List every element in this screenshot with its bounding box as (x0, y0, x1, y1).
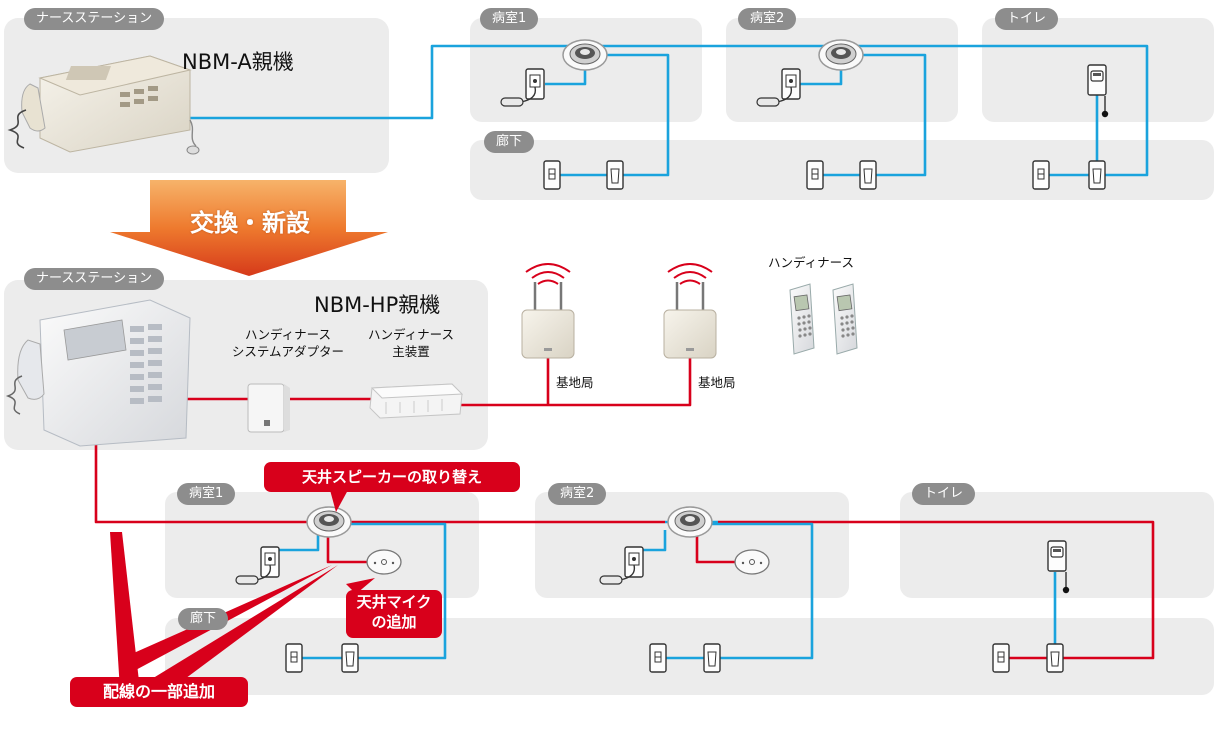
before-corridor-switch-icon-1 (543, 160, 561, 190)
base-station-label-1: 基地局 (556, 375, 594, 390)
nbm-hp-master-unit-icon (5, 299, 191, 447)
before-wiring (190, 44, 1149, 177)
adapter-label: ハンディナース システムアダプター (231, 327, 345, 359)
before-corridor-switch-icon-2 (806, 160, 824, 190)
before-master-label: NBM-A親機 (182, 50, 294, 74)
before-room2-ceiling-speaker-icon (818, 39, 864, 71)
before-corridor-zone (470, 140, 1214, 200)
nbm-a-master-unit-icon (7, 55, 200, 155)
after-master-label: NBM-HP親機 (314, 293, 441, 317)
after-room2-zone (535, 492, 849, 598)
after-room2-ceiling-speaker-icon (667, 506, 713, 538)
before-toilet-tag: トイレ (995, 8, 1059, 30)
before-corridor-lamp-icon-3 (1088, 160, 1106, 190)
before-station-tag: ナースステーション (24, 8, 165, 30)
handy-nurse-main-unit-icon (369, 383, 464, 419)
callout-wiring-addition: 配線の一部追加 (70, 677, 248, 707)
base-station-icon-2 (662, 262, 718, 360)
before-toilet-pull-cord-icon (1101, 110, 1109, 118)
callout-mic-addition: 天井マイク の追加 (346, 590, 442, 638)
before-corridor-switch-icon-3 (1032, 160, 1050, 190)
after-station-tag: ナースステーション (24, 268, 165, 290)
transition-arrow (110, 180, 388, 276)
before-room1-tag: 病室1 (480, 8, 539, 30)
after-corridor-switch-icon-2 (649, 643, 667, 673)
before-devices (7, 39, 1109, 190)
after-toilet-pull-cord-icon (1062, 586, 1070, 594)
after-room1-ceiling-speaker-icon (306, 506, 352, 538)
after-new-wiring (94, 352, 1155, 660)
before-room2-tag: 病室2 (738, 8, 797, 30)
handset-icon-1 (789, 283, 815, 355)
after-corridor-lamp-icon-3 (1046, 643, 1064, 673)
after-room1-ceiling-mic-icon (366, 549, 402, 575)
after-room1-zone (165, 492, 479, 598)
base-station-icon-1 (520, 262, 576, 360)
before-corridor-lamp-icon-1 (606, 160, 624, 190)
after-existing-wiring (278, 520, 1057, 660)
before-corridor-lamp-icon-2 (859, 160, 877, 190)
before-room1-ceiling-speaker-icon (562, 39, 608, 71)
after-corridor-lamp-icon-2 (703, 643, 721, 673)
before-corridor-tag: 廊下 (484, 131, 535, 153)
after-corridor-tag: 廊下 (178, 608, 229, 630)
after-toilet-tag: トイレ (912, 483, 976, 505)
after-corridor-switch-icon-3 (992, 643, 1010, 673)
base-station-label-2: 基地局 (698, 375, 736, 390)
after-room2-ceiling-mic-icon (734, 549, 770, 575)
main-unit-label: ハンディナース 主装置 (367, 327, 454, 359)
after-room1-tag: 病室1 (177, 483, 236, 505)
handset-icon-2 (832, 283, 858, 355)
callout-speaker-replacement: 天井スピーカーの取り替え (264, 462, 520, 492)
after-room2-tag: 病室2 (548, 483, 607, 505)
after-devices (5, 262, 1070, 673)
handset-label: ハンディナース (768, 255, 855, 270)
after-corridor-switch-icon-1 (285, 643, 303, 673)
before-toilet-call-button-icon (1087, 64, 1107, 96)
transition-label: 交換・新設 (190, 209, 310, 237)
after-corridor-lamp-icon-1 (341, 643, 359, 673)
after-toilet-call-button-icon (1047, 540, 1067, 572)
system-adapter-icon (247, 383, 290, 433)
